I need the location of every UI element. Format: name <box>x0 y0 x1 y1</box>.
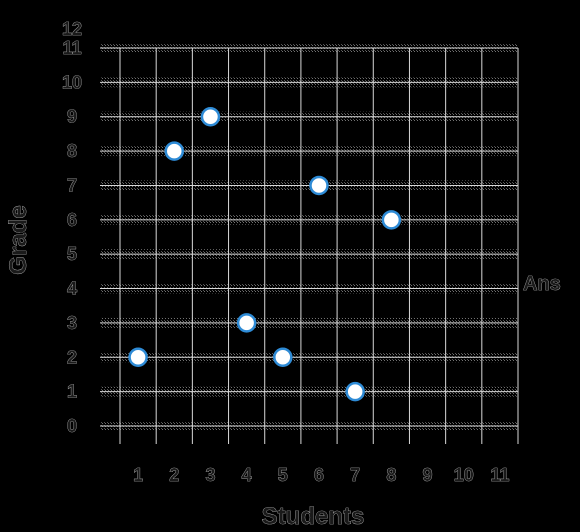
y-tick-label: 2 <box>67 347 77 367</box>
x-tick-label: 6 <box>314 465 324 485</box>
x-tick-label: 5 <box>278 465 288 485</box>
y-axis-label: Grade <box>5 205 32 274</box>
y-tick-label: 10 <box>62 72 82 92</box>
y-tick-label: 8 <box>67 141 77 161</box>
data-points <box>128 106 402 402</box>
y-tick-label: 11 <box>62 38 81 58</box>
x-tick-labels: 1 2 3 4 5 6 7 8 9 10 11 <box>133 465 510 486</box>
y-tick-label: 6 <box>67 210 77 230</box>
x-tick-label: 10 <box>454 465 474 485</box>
data-point <box>381 210 402 230</box>
x-tick-label: 1 <box>133 465 143 485</box>
x-tick-label: 3 <box>205 465 215 485</box>
data-point <box>200 106 221 127</box>
side-annotation: Ans <box>523 273 561 295</box>
data-point <box>164 141 185 161</box>
x-tick-label: 8 <box>386 465 396 485</box>
x-tick-label: 4 <box>242 465 252 485</box>
y-tick-label: 7 <box>67 175 77 195</box>
y-tick-label: 0 <box>67 416 77 436</box>
y-tick-label: 3 <box>67 313 77 333</box>
x-axis-label: Students <box>262 503 365 530</box>
data-point <box>236 313 257 333</box>
x-tick-label: 2 <box>169 465 179 485</box>
x-tick-label: 7 <box>350 465 360 485</box>
x-tick-label: 11 <box>490 465 509 485</box>
grid-lines <box>100 47 519 444</box>
y-tick-label: 9 <box>67 107 77 127</box>
y-tick-label: 4 <box>67 279 77 299</box>
y-tick-label: 5 <box>67 244 77 264</box>
data-point <box>345 381 365 402</box>
data-point <box>273 347 293 368</box>
y-tick-label: 1 <box>67 382 77 402</box>
data-point <box>309 175 329 196</box>
data-point <box>128 347 148 368</box>
y-tick-label: 12 <box>62 19 82 39</box>
x-tick-label: 9 <box>423 465 433 485</box>
